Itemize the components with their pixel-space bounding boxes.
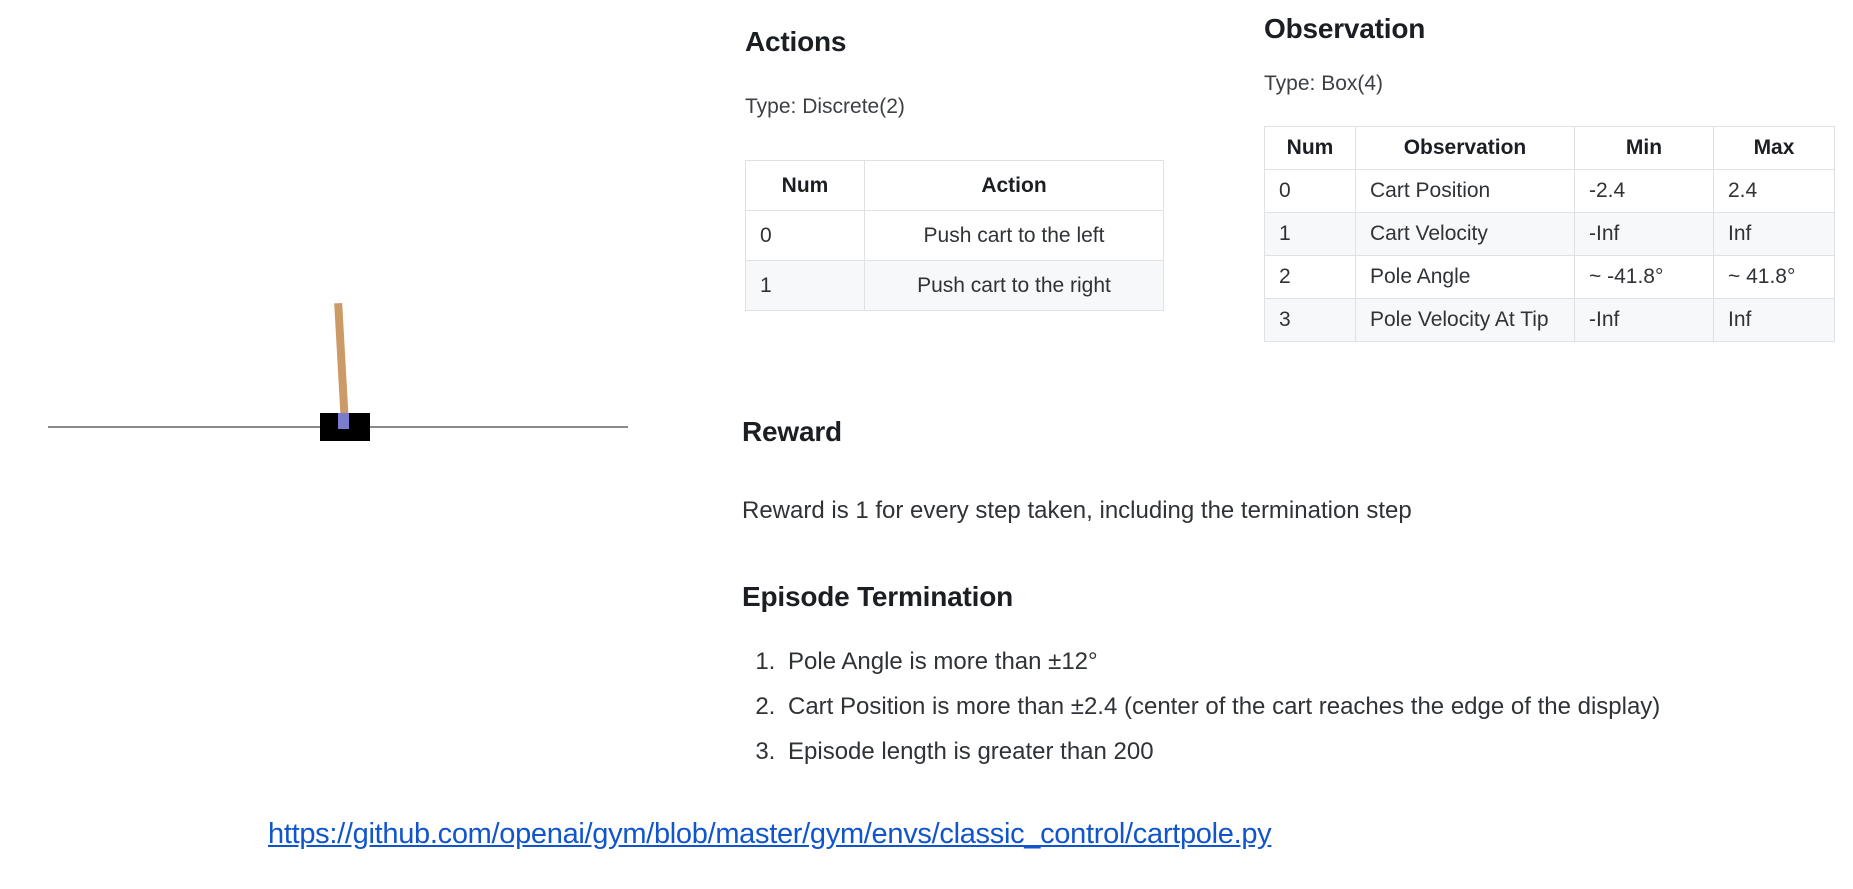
observation-cell-name: Pole Angle bbox=[1355, 255, 1575, 299]
cartpole-axle bbox=[338, 413, 349, 429]
episode-termination-heading: Episode Termination bbox=[742, 581, 1014, 612]
observation-cell-num: 2 bbox=[1264, 255, 1356, 299]
observation-cell-max: Inf bbox=[1713, 212, 1835, 256]
table-row: 3 Pole Velocity At Tip -Inf Inf bbox=[1264, 298, 1835, 342]
observation-type-label: Type: Box(4) bbox=[1264, 72, 1384, 95]
table-header-row: Num Action bbox=[745, 160, 1164, 211]
observation-cell-max: ~ 41.8° bbox=[1713, 255, 1835, 299]
observation-cell-min: -Inf bbox=[1574, 212, 1714, 256]
observation-header-max: Max bbox=[1713, 126, 1835, 170]
actions-cell-num: 0 bbox=[745, 210, 865, 261]
observation-cell-min: -2.4 bbox=[1574, 169, 1714, 213]
observation-cell-name: Cart Velocity bbox=[1355, 212, 1575, 256]
episode-termination-list: Pole Angle is more than ±12° Cart Positi… bbox=[742, 648, 1660, 766]
observation-cell-num: 0 bbox=[1264, 169, 1356, 213]
observation-cell-num: 1 bbox=[1264, 212, 1356, 256]
actions-cell-action: Push cart to the right bbox=[864, 260, 1164, 311]
source-code-link[interactable]: https://github.com/openai/gym/blob/maste… bbox=[268, 818, 1272, 850]
observation-heading: Observation bbox=[1264, 13, 1426, 44]
actions-cell-num: 1 bbox=[745, 260, 865, 311]
actions-header-action: Action bbox=[864, 160, 1164, 211]
cartpole-pole bbox=[334, 302, 349, 426]
observation-header-num: Num bbox=[1264, 126, 1356, 170]
observation-cell-min: -Inf bbox=[1574, 298, 1714, 342]
episode-termination-list-wrapper: Pole Angle is more than ±12° Cart Positi… bbox=[742, 648, 1660, 783]
observation-cell-max: Inf bbox=[1713, 298, 1835, 342]
observation-cell-name: Cart Position bbox=[1355, 169, 1575, 213]
actions-header-num: Num bbox=[745, 160, 865, 211]
actions-table: Num Action 0 Push cart to the left 1 Pus… bbox=[745, 160, 1164, 311]
observation-cell-min: ~ -41.8° bbox=[1574, 255, 1714, 299]
observation-header-min: Min bbox=[1574, 126, 1714, 170]
reward-heading: Reward bbox=[742, 416, 842, 447]
actions-heading: Actions bbox=[745, 26, 847, 57]
table-row: 0 Cart Position -2.4 2.4 bbox=[1264, 169, 1835, 213]
cartpole-illustration bbox=[0, 0, 700, 780]
observation-cell-num: 3 bbox=[1264, 298, 1356, 342]
list-item: Episode length is greater than 200 bbox=[782, 738, 1660, 766]
list-item: Pole Angle is more than ±12° bbox=[782, 648, 1660, 676]
table-header-row: Num Observation Min Max bbox=[1264, 126, 1835, 170]
observation-table: Num Observation Min Max 0 Cart Position … bbox=[1264, 126, 1835, 342]
list-item: Cart Position is more than ±2.4 (center … bbox=[782, 693, 1660, 721]
observation-cell-name: Pole Velocity At Tip bbox=[1355, 298, 1575, 342]
table-row: 0 Push cart to the left bbox=[745, 210, 1164, 261]
table-row: 1 Push cart to the right bbox=[745, 260, 1164, 311]
observation-header-observation: Observation bbox=[1355, 126, 1575, 170]
table-row: 1 Cart Velocity -Inf Inf bbox=[1264, 212, 1835, 256]
actions-cell-action: Push cart to the left bbox=[864, 210, 1164, 261]
actions-type-label: Type: Discrete(2) bbox=[745, 95, 905, 118]
table-row: 2 Pole Angle ~ -41.8° ~ 41.8° bbox=[1264, 255, 1835, 299]
observation-cell-max: 2.4 bbox=[1713, 169, 1835, 213]
reward-description: Reward is 1 for every step taken, includ… bbox=[742, 497, 1412, 524]
